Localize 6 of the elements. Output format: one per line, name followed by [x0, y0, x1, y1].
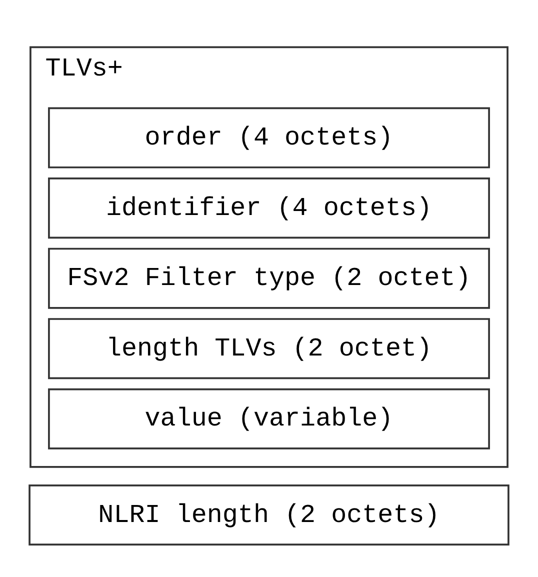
node-box: identifier (4 octets) [48, 178, 490, 239]
node-box: NLRI length (2 octets) [28, 484, 510, 546]
node-box: value (variable) [48, 388, 490, 450]
node-box: order (4 octets) [48, 107, 490, 168]
node-box: FSv2 Filter type (2 octet) [48, 248, 490, 309]
node-box: length TLVs (2 octet) [48, 318, 490, 380]
